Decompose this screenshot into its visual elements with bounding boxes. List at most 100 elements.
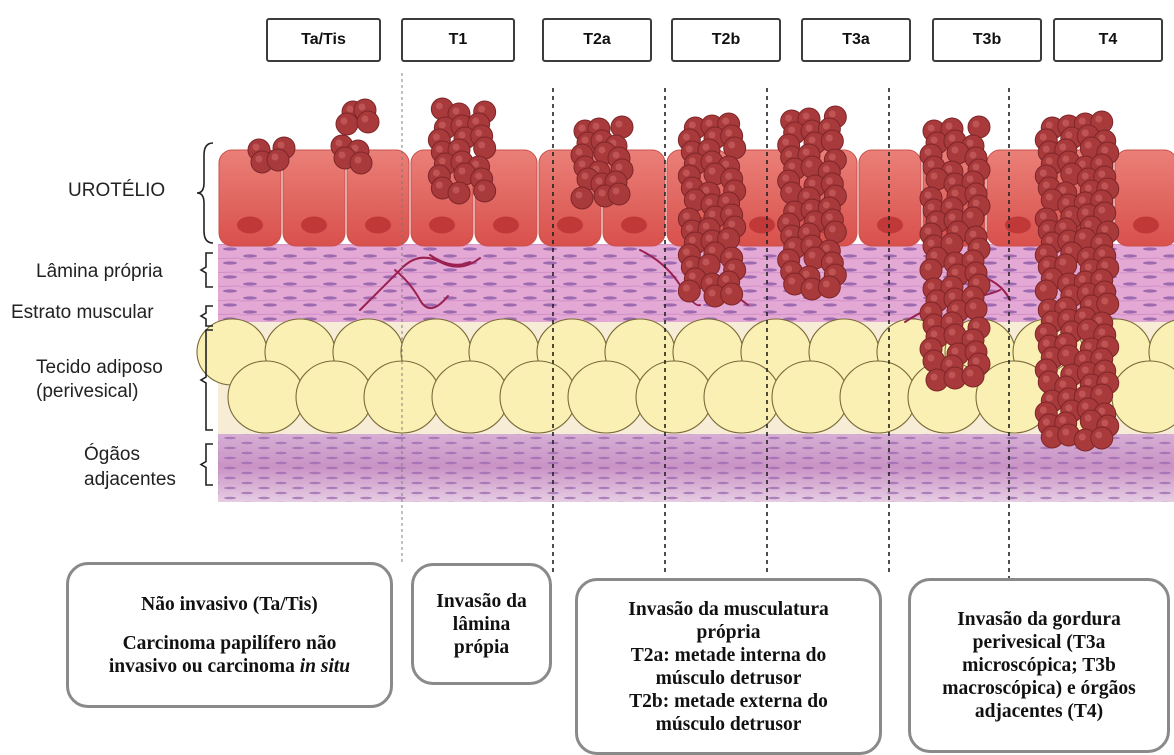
tumor-highlight <box>1095 116 1102 123</box>
cell-nucleus <box>877 217 903 234</box>
tumor-nodule <box>678 280 700 302</box>
tumor-highlight <box>439 122 446 129</box>
tumor-highlight <box>1062 429 1069 436</box>
tumor-highlight <box>949 135 956 142</box>
tumor-highlight <box>1082 209 1089 216</box>
tumor-highlight <box>728 221 735 228</box>
tumor-highlight <box>1079 391 1086 398</box>
tumor-nodule <box>448 182 470 204</box>
tumor-highlight <box>709 168 716 175</box>
tumor-highlight <box>1085 415 1092 422</box>
stage-box-t2a: T2a <box>542 18 652 62</box>
tumor-highlight <box>946 123 953 130</box>
tumor-highlight <box>683 285 690 292</box>
tumor-highlight <box>599 147 606 154</box>
tumor-highlight <box>928 240 935 247</box>
bracket-orgaos <box>201 444 213 485</box>
tumor-highlight <box>683 134 690 141</box>
tumor-highlight <box>806 125 813 132</box>
tumor-highlight <box>459 132 466 139</box>
tumor-highlight <box>829 226 836 233</box>
tumor-highlight <box>826 214 833 221</box>
tumor-highlight <box>946 317 953 324</box>
tumor-highlight <box>1079 118 1086 125</box>
tumor-highlight <box>1095 353 1102 360</box>
tumor-highlight <box>1065 132 1072 139</box>
tumor-highlight <box>706 199 713 206</box>
tumor-highlight <box>925 343 932 350</box>
tumor-highlight <box>1046 431 1053 438</box>
tumor-highlight <box>355 157 362 164</box>
callout-t1-line1: Invasão da <box>414 590 549 613</box>
tumor-highlight <box>472 118 479 125</box>
tumor-highlight <box>725 173 732 180</box>
tumor-highlight <box>475 173 482 180</box>
tumor-highlight <box>970 188 977 195</box>
tumor-highlight <box>803 192 810 199</box>
tumor-highlight <box>782 175 789 182</box>
tumor-highlight <box>439 158 446 165</box>
tumor-highlight <box>1040 285 1047 292</box>
tumor-highlight <box>1046 273 1053 280</box>
tumor-t2a <box>571 116 633 209</box>
tumor-highlight <box>456 156 463 163</box>
tumor-highlight <box>925 264 932 271</box>
tumor-highlight <box>931 252 938 259</box>
callout-t2-line6: músculo detrusor <box>578 713 879 736</box>
tumor-highlight <box>785 230 792 237</box>
tumor-highlight <box>967 291 974 298</box>
tumor-highlight <box>949 178 956 185</box>
tumor-highlight <box>1098 207 1105 214</box>
tumor-highlight <box>339 152 346 159</box>
tumor-highlight <box>925 228 932 235</box>
tumor-highlight <box>931 137 938 144</box>
tumor-highlight <box>803 149 810 156</box>
tumor-highlight <box>1040 328 1047 335</box>
tumor-highlight <box>1062 350 1069 357</box>
tumor-highlight <box>970 267 977 274</box>
tumor-highlight <box>788 127 795 134</box>
callout-t3-t4: Invasão da gordura perivesical (T3a micr… <box>908 578 1170 753</box>
tumor-highlight <box>347 106 354 113</box>
tumor-highlight <box>703 223 710 230</box>
adipocyte <box>840 361 916 433</box>
tumor-highlight <box>706 120 713 127</box>
tumor-highlight <box>1059 223 1066 230</box>
cell-nucleus <box>429 217 455 234</box>
tumor-highlight <box>829 269 836 276</box>
label-orgaos: Ógãos <box>84 443 140 466</box>
cell-nucleus <box>1133 217 1159 234</box>
tumor-highlight <box>973 200 980 207</box>
tumor-highlight <box>788 206 795 213</box>
tumor-highlight <box>1082 288 1089 295</box>
tumor-highlight <box>1043 261 1050 268</box>
label-urotelio: UROTÉLIO <box>68 179 165 202</box>
tumor-nodule <box>721 283 743 305</box>
tumor-highlight <box>272 154 279 161</box>
tumor-ta-top <box>336 99 379 135</box>
tumor-highlight <box>1059 417 1066 424</box>
tumor-nodule <box>571 187 593 209</box>
tumor-highlight <box>1040 364 1047 371</box>
bracket-lamina-propria <box>201 253 213 287</box>
tumor-highlight <box>336 140 343 147</box>
tumor-highlight <box>967 370 974 377</box>
tumor-highlight <box>1043 146 1050 153</box>
tumor-highlight <box>1043 182 1050 189</box>
tumor-highlight <box>1040 249 1047 256</box>
cell-nucleus <box>493 217 519 234</box>
tumor-highlight <box>616 121 623 128</box>
tumor-highlight <box>1059 144 1066 151</box>
tumor-highlight <box>1085 185 1092 192</box>
tumor-nodule <box>962 365 984 387</box>
tumor-highlight <box>582 137 589 144</box>
tumor-highlight <box>1046 395 1053 402</box>
tumor-highlight <box>1101 420 1108 427</box>
tumor-highlight <box>949 257 956 264</box>
tumor-highlight <box>599 190 606 197</box>
tumor-highlight <box>946 166 953 173</box>
tumor-highlight <box>1079 233 1086 240</box>
tumor-highlight <box>436 103 443 110</box>
tumor-t3b <box>920 116 990 391</box>
tumor-highlight <box>782 139 789 146</box>
